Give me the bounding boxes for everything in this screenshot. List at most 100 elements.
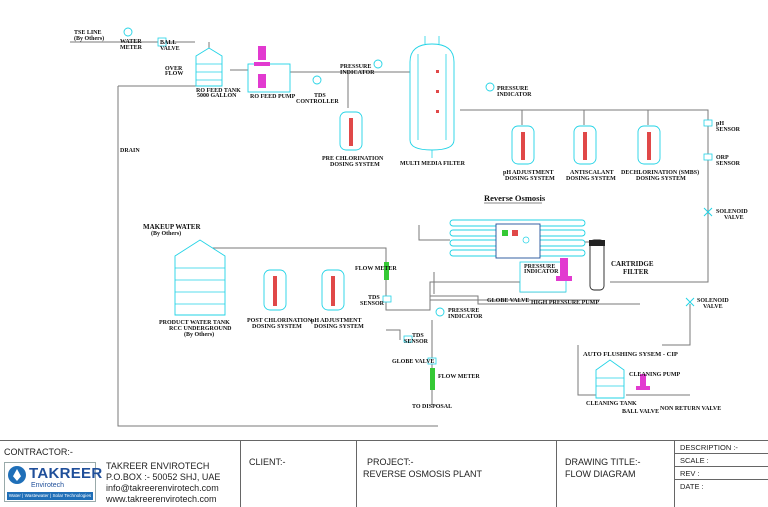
- rev-label: REV :: [675, 467, 768, 480]
- post-chlorination-label: POST CHLORINATION: [247, 318, 313, 324]
- over-flow-label-1: OVER: [165, 66, 183, 72]
- cleaning-tank-label: CLEANING TANK: [586, 401, 637, 407]
- company-logo: TAKREER Envirotech Water | Wastewater | …: [4, 462, 102, 502]
- cartridge-filter-label-1: CARTRIDGE: [611, 260, 654, 268]
- logo-name: TAKREER: [29, 465, 103, 482]
- pressure-indicator-hp-label-2: INDICATOR: [524, 269, 559, 275]
- solenoid-valve-1-label-2: VALVE: [724, 215, 744, 221]
- ro-feed-tank: OVER FLOW RO FEED TANK 5000 GALLON: [165, 47, 241, 99]
- high-pressure-pump-label: HIGH PRESSURE PUMP: [531, 300, 599, 306]
- auto-flushing-label: AUTO FLUSHING SYSEM - CIP: [583, 351, 678, 358]
- makeup-water-label: MAKEUP WATER: [143, 223, 201, 231]
- cartridge-filter-label-2: FILTER: [623, 268, 649, 276]
- cleaning-pump-label: CLEANING PUMP: [629, 372, 680, 378]
- tds-sensor-1-label-2: SENSOR: [360, 301, 385, 307]
- company-email[interactable]: info@takreerenvirotech.com: [106, 483, 219, 493]
- orp-sensor: ORP SENSOR: [703, 153, 741, 167]
- ro-feed-pump: RO FEED PUMP: [247, 46, 296, 100]
- ph-adjustment-1-label: pH ADJUSTMENT: [503, 170, 554, 176]
- reverse-osmosis-title: Reverse Osmosis: [484, 193, 546, 203]
- solenoid-valve-2: SOLENOID VALVE: [685, 297, 729, 310]
- ball-valve-cip-label: BALL VALVE: [622, 409, 659, 415]
- tds-label: TDS: [314, 93, 326, 99]
- title-block: CONTRACTOR:- TAKREER Envirotech Water | …: [0, 440, 768, 507]
- post-chlorination-dosing: POST CHLORINATION DOSING SYSTEM: [247, 269, 313, 330]
- high-pressure-pump: PRESSURE INDICATOR HIGH PRESSURE PUMP: [519, 258, 599, 306]
- pressure-indicator-1-label-2: INDICATOR: [340, 70, 375, 76]
- pressure-indicator-3: PRESSURE INDICATOR: [435, 307, 483, 320]
- product-water-tank-label: PRODUCT WATER TANK: [159, 320, 230, 326]
- logo-drop-icon: [8, 466, 26, 484]
- ball-valve-label-1: BALL: [160, 40, 176, 46]
- over-flow-label-2: FLOW: [165, 71, 183, 77]
- flow-meter-1-label: FLOW METER: [355, 266, 397, 272]
- dechlorination-label: DECHLORINATION (SMBS): [621, 169, 699, 176]
- pressure-indicator-3-label-1: PRESSURE: [448, 308, 479, 314]
- ph-adjustment-2-label: pH ADJUSTMENT: [311, 318, 362, 324]
- makeup-water-by-others: (By Others): [151, 230, 181, 237]
- pressure-indicator-2-label-2: INDICATOR: [497, 92, 532, 98]
- multi-media-filter: MULTI MEDIA FILTER: [400, 36, 466, 167]
- non-return-valve-label: NON RETURN VALVE: [660, 406, 721, 412]
- flow-meter-1: FLOW METER: [355, 262, 397, 280]
- product-water-tank: MAKEUP WATER (By Others) PRODUCT WATER T…: [143, 223, 232, 338]
- post-chlorination-dosing-label: DOSING SYSTEM: [252, 324, 302, 330]
- pressure-indicator-2: PRESSURE INDICATOR: [485, 82, 532, 98]
- ro-feed-tank-label: RO FEED TANK: [196, 88, 241, 94]
- product-tank-by-others: (By Others): [184, 331, 214, 338]
- drawing-title-label: DRAWING TITLE:-: [565, 457, 641, 467]
- reverse-osmosis-skid: Reverse Osmosis: [449, 193, 586, 259]
- tds-sensor-1-label-1: TDS: [368, 295, 380, 301]
- ph-adjustment-1-dosing-label: DOSING SYSTEM: [505, 176, 555, 182]
- company-website[interactable]: www.takreerenvirotech.com: [106, 494, 217, 504]
- tds-sensor-2-label-1: TDS: [412, 333, 424, 339]
- contractor-section: CONTRACTOR:- TAKREER Envirotech Water | …: [0, 441, 240, 507]
- pre-chlorination-dosing-label: DOSING SYSTEM: [330, 162, 380, 168]
- pipework: [70, 41, 709, 427]
- pressure-indicator-3-label-2: INDICATOR: [448, 314, 483, 320]
- date-label: DATE :: [680, 482, 704, 491]
- logo-tagline: Water | Wastewater | Solar Technologies: [7, 492, 93, 500]
- drawing-title-value: FLOW DIAGRAM: [565, 469, 636, 479]
- globe-valve-label-1: GLOBE VALVE: [487, 298, 529, 304]
- solenoid-valve-2-label-2: VALVE: [703, 304, 723, 310]
- ph-sensor-label-2: SENSOR: [716, 127, 741, 133]
- solenoid-valve-2-label-1: SOLENOID: [697, 298, 729, 304]
- water-meter: WATER METER: [120, 27, 143, 51]
- description-section: DESCRIPTION :- SCALE : REV : DATE :: [674, 441, 768, 507]
- client-label: CLIENT:-: [249, 457, 286, 467]
- tds-sensor-2: TDS SENSOR: [403, 333, 429, 345]
- tds-controller-label: CONTROLLER: [296, 99, 339, 105]
- antiscalant-label: ANTISCALANT: [570, 170, 614, 176]
- dechlorination-dosing: DECHLORINATION (SMBS) DOSING SYSTEM: [621, 125, 699, 182]
- ph-sensor: pH SENSOR: [703, 119, 741, 133]
- orp-sensor-label-1: ORP: [716, 155, 729, 161]
- rcc-underground-label: RCC UNDERGROUND: [169, 326, 232, 332]
- project-value: REVERSE OSMOSIS PLANT: [363, 469, 483, 479]
- flow-meter-2-label: FLOW METER: [438, 374, 480, 380]
- drawing-title-section: DRAWING TITLE:- FLOW DIAGRAM: [556, 441, 674, 507]
- antiscalant-dosing-label: DOSING SYSTEM: [566, 176, 616, 182]
- multi-media-filter-label: MULTI MEDIA FILTER: [400, 161, 466, 167]
- antiscalant-dosing: ANTISCALANT DOSING SYSTEM: [566, 125, 616, 182]
- pressure-indicator-2-label-1: PRESSURE: [497, 86, 528, 92]
- tse-line-label: TSE LINE: [74, 30, 102, 36]
- ph-adjustment-2-dosing-label: DOSING SYSTEM: [314, 324, 364, 330]
- dechlorination-dosing-label: DOSING SYSTEM: [636, 176, 686, 182]
- water-meter-label-1: WATER: [120, 39, 142, 45]
- scale-label: SCALE :: [675, 454, 768, 467]
- globe-valve-2-label: GLOBE VALVE: [392, 359, 434, 365]
- tds-sensor-1: TDS SENSOR: [360, 295, 392, 307]
- solenoid-valve-1-label-1: SOLENOID: [716, 209, 748, 215]
- to-disposal-label: TO DISPOSAL: [412, 404, 452, 410]
- solenoid-valve-1: SOLENOID VALVE: [703, 207, 748, 221]
- globe-valve-2: GLOBE VALVE: [392, 357, 437, 365]
- company-name: TAKREER ENVIROTECH: [106, 461, 210, 471]
- tds-sensor-2-label-2: SENSOR: [404, 339, 429, 345]
- auto-flushing-cip: AUTO FLUSHING SYSEM - CIP CLEANING PUMP …: [583, 351, 721, 415]
- tse-line-inlet: TSE LINE (By Others): [74, 30, 104, 42]
- cartridge-filter: CARTRIDGE FILTER: [589, 239, 654, 291]
- drain-label: DRAIN: [120, 148, 140, 154]
- company-pobox: P.O.BOX :- 50052 SHJ, UAE: [106, 472, 221, 482]
- client-section: CLIENT:-: [240, 441, 356, 507]
